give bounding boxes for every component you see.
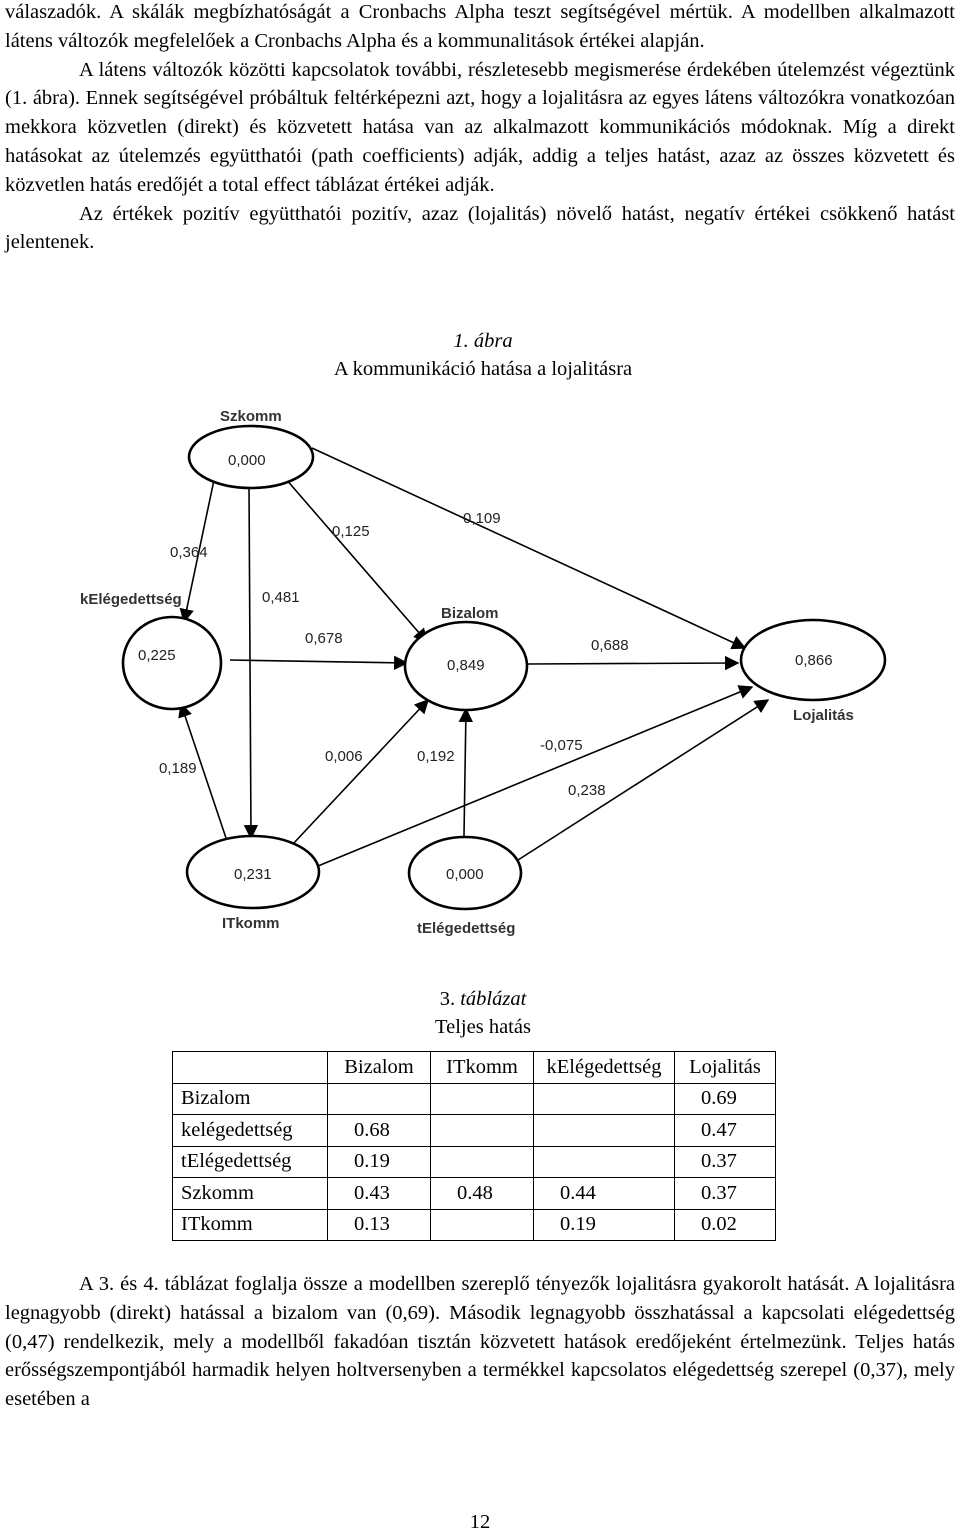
- table-cell: Bizalom: [172, 1082, 328, 1115]
- table-cell: [430, 1145, 534, 1178]
- edge-label-itkomm-lojalitas: -0,075: [540, 737, 583, 754]
- node-szkomm: [187, 424, 315, 490]
- table-cell: 0.68: [327, 1114, 431, 1147]
- edge-kelegedettseg-bizalom: [229, 655, 409, 670]
- paragraph-1: válaszadók. A skálák megbízhatóságát a C…: [5, 1, 955, 52]
- node-value-lojalitas: 0,866: [795, 652, 833, 669]
- edge-label-szkomm-kelegedettseg: 0,364: [170, 544, 208, 561]
- table-header-cell: [172, 1051, 328, 1084]
- table-cell: [533, 1082, 675, 1115]
- node-name-telegedettseg: tElégedettség: [417, 920, 515, 937]
- table-cell: Szkomm: [172, 1177, 328, 1210]
- table-cell: 0.19: [533, 1208, 675, 1241]
- table-cell: kelégedettség: [172, 1114, 328, 1147]
- edge-itkomm-lojalitas: [317, 685, 754, 867]
- node-kelegedettseg: [121, 615, 223, 711]
- edge-label-itkomm-kelegedettseg: 0,189: [159, 760, 197, 777]
- table-number: 3. táblázat: [0, 985, 960, 1013]
- node-name-kelegedettseg: kElégedettség: [80, 591, 182, 608]
- table-row: Bizalom 0.69: [172, 1082, 776, 1115]
- table-number-value: 3.: [439, 988, 456, 1010]
- edge-label-szkomm-bizalom: 0,125: [332, 523, 370, 540]
- edge-label-telegedettseg-lojalitas: 0,238: [568, 782, 606, 799]
- node-value-bizalom: 0,849: [447, 657, 485, 674]
- edge-label-bizalom-lojalitas: 0,688: [591, 637, 629, 654]
- node-value-telegedettseg: 0,000: [446, 866, 484, 883]
- edge-itkomm-bizalom: [291, 698, 429, 846]
- edge-label-kelegedettseg-bizalom: 0,678: [305, 630, 343, 647]
- table-cell: [430, 1114, 534, 1147]
- table-cell: 0.19: [327, 1145, 431, 1178]
- edge-telegedettseg-bizalom: [458, 707, 473, 837]
- table-cell: 0.44: [533, 1177, 675, 1210]
- node-lojalitas: [739, 618, 887, 702]
- node-value-itkomm: 0,231: [234, 866, 272, 883]
- table-cell: 0.47: [674, 1114, 776, 1147]
- node-name-bizalom: Bizalom: [441, 605, 499, 622]
- edge-szkomm-bizalom: [284, 477, 428, 644]
- table-cell: 0.69: [674, 1082, 776, 1115]
- edge-szkomm-itkomm: [243, 484, 259, 840]
- table-cell: 0.37: [674, 1177, 776, 1210]
- page-number: 12: [469, 1511, 491, 1533]
- table-cell: [430, 1082, 534, 1115]
- total-effects-table: Bizalom ITkomm kElégedettség Lojalitás B…: [172, 1051, 776, 1241]
- figure-number: 1. ábra: [453, 330, 513, 352]
- paragraph-4: A 3. és 4. táblázat foglalja össze a mod…: [5, 1273, 955, 1411]
- table-cell: ITkomm: [172, 1208, 328, 1241]
- edge-label-szkomm-itkomm: 0,481: [262, 589, 300, 606]
- table-row: tElégedettség 0.19 0.37: [172, 1145, 776, 1178]
- path-diagram: Szkomm kElégedettség Bizalom Lojalitás I…: [80, 408, 887, 937]
- edge-szkomm-lojalitas: [311, 447, 747, 650]
- intro-text: válaszadók. A skálák megbízhatóságát a C…: [5, 0, 955, 257]
- node-itkomm: [185, 834, 321, 910]
- paragraph-2: A látens változók közötti kapcsolatok to…: [5, 58, 955, 196]
- edge-label-szkomm-lojalitas: 0,109: [463, 510, 501, 527]
- node-bizalom: [403, 620, 529, 712]
- edge-label-telegedettseg-bizalom: 0,192: [417, 748, 455, 765]
- table-row: ITkomm 0.13 0.19 0.02: [172, 1208, 776, 1241]
- table-cell: [533, 1114, 675, 1147]
- node-name-lojalitas: Lojalitás: [793, 707, 854, 724]
- figure-title: A kommunikáció hatása a lojalitásra: [333, 358, 633, 380]
- node-telegedettseg: [407, 835, 523, 911]
- edge-itkomm-kelegedettseg: [178, 702, 227, 839]
- edge-label-itkomm-bizalom: 0,006: [325, 748, 363, 765]
- summary-text: A 3. és 4. táblázat foglalja össze a mod…: [5, 1270, 955, 1414]
- table-row: kelégedettség 0.68 0.47: [172, 1114, 776, 1147]
- table-cell: 0.13: [327, 1208, 431, 1241]
- table-header-cell: kElégedettség: [533, 1051, 675, 1084]
- table-cell: [533, 1145, 675, 1178]
- table-header-cell: Bizalom: [327, 1051, 431, 1084]
- node-value-kelegedettseg: 0,225: [138, 647, 176, 664]
- table-header-row: Bizalom ITkomm kElégedettség Lojalitás: [172, 1051, 776, 1084]
- table-cell: 0.48: [430, 1177, 534, 1210]
- edge-bizalom-lojalitas: [526, 655, 740, 671]
- node-name-itkomm: ITkomm: [222, 915, 280, 932]
- edge-telegedettseg-lojalitas: [517, 699, 770, 861]
- table-cell: 0.37: [674, 1145, 776, 1178]
- table-row: Szkomm 0.43 0.48 0.44 0.37: [172, 1177, 776, 1210]
- table-title: Teljes hatás: [435, 1016, 531, 1038]
- table-cell: tElégedettség: [172, 1145, 328, 1178]
- table-cell: 0.02: [674, 1208, 776, 1241]
- paragraph-3: Az értékek pozitív együtthatói pozitív, …: [5, 202, 955, 254]
- table-cell: [430, 1208, 534, 1241]
- table-header-cell: ITkomm: [430, 1051, 534, 1084]
- table-cell: 0.43: [327, 1177, 431, 1210]
- edge-szkomm-kelegedettseg: [179, 479, 215, 624]
- table-cell: [327, 1082, 431, 1115]
- node-value-szkomm: 0,000: [228, 452, 266, 469]
- node-name-szkomm: Szkomm: [220, 408, 282, 425]
- table-number-word: táblázat: [460, 988, 527, 1010]
- table-header-cell: Lojalitás: [674, 1051, 776, 1084]
